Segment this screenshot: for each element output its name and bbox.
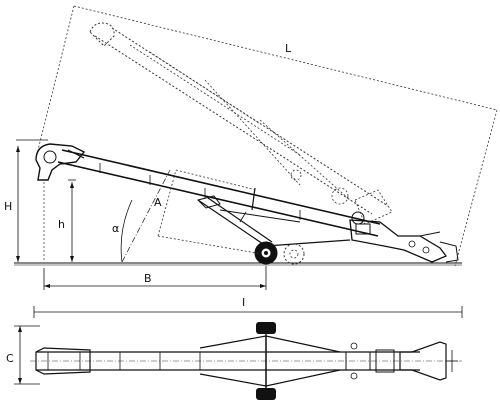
dimension-H: H <box>4 139 48 262</box>
side-view: L <box>4 5 498 318</box>
label-I: I <box>242 296 245 309</box>
label-A: A <box>154 196 162 209</box>
label-C: C <box>6 352 14 365</box>
dimension-A: A <box>154 169 263 255</box>
dimension-C: C <box>6 325 40 385</box>
label-h: h <box>58 218 65 231</box>
label-H: H <box>4 200 12 213</box>
dimension-I: I <box>33 296 463 318</box>
label-alpha: α <box>112 222 119 235</box>
dimension-B: B <box>43 266 267 290</box>
wheel-dashed <box>283 243 305 265</box>
dimension-L: L <box>35 5 498 267</box>
wheel-top-lower <box>256 388 276 400</box>
top-view: C <box>6 322 462 400</box>
raised-tube <box>89 22 393 225</box>
dimension-h: h <box>43 179 76 262</box>
transport-wheels <box>254 241 305 265</box>
wheel-top-upper <box>256 322 276 334</box>
undercarriage <box>197 195 351 247</box>
dimension-alpha: α <box>112 169 171 263</box>
label-L: L <box>285 42 292 55</box>
discharge-head <box>35 143 86 181</box>
intake-end <box>349 211 459 263</box>
label-B: B <box>144 272 152 285</box>
main-tube <box>35 143 381 237</box>
